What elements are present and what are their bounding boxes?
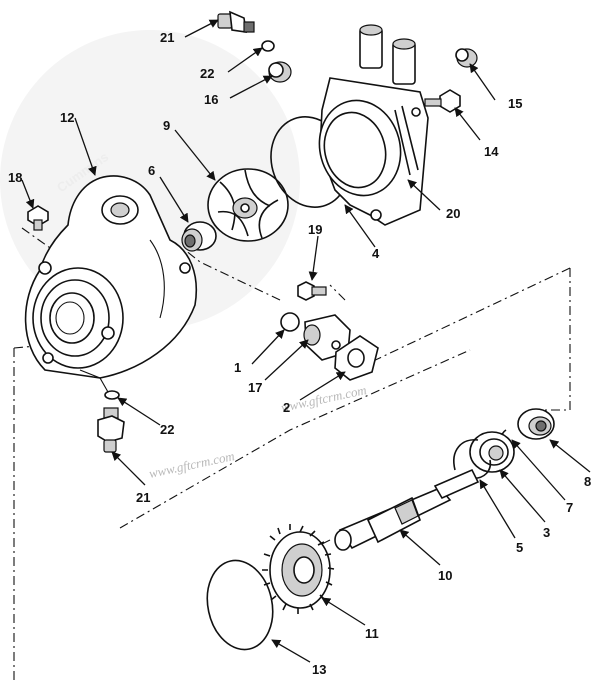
- plug-part-15: [455, 48, 478, 68]
- gasket-part-2: [334, 335, 379, 381]
- callout-17: 17: [248, 380, 262, 395]
- leader-lines: [21, 19, 591, 663]
- callout-5: 5: [516, 540, 523, 555]
- callout-4: 4: [372, 246, 380, 261]
- impeller-part-9: [207, 168, 289, 242]
- housing-part-12: [24, 175, 197, 393]
- callout-2: 2: [283, 400, 290, 415]
- capscrew-part-14: [424, 89, 461, 113]
- callout-8: 8: [584, 474, 591, 489]
- callout-3: 3: [543, 525, 550, 540]
- fitting-part-21-bottom: [97, 407, 125, 453]
- bolt-part-18: [27, 205, 49, 231]
- o-ring-part-1: [280, 312, 300, 332]
- callout-21-top: 21: [160, 30, 174, 45]
- callout-labels: 21 22 16 15 14 20 4 9 6 12 18 19 1 17 2 …: [8, 30, 591, 677]
- callout-22-top: 22: [200, 66, 214, 81]
- watermark-url-lower: www.gftcrm.com: [148, 448, 236, 481]
- callout-19: 19: [308, 222, 322, 237]
- bearing-part-3: [469, 431, 515, 473]
- callout-11: 11: [365, 626, 379, 641]
- callout-9: 9: [163, 118, 170, 133]
- callout-12: 12: [60, 110, 74, 125]
- callout-14: 14: [484, 144, 499, 159]
- seal-part-6: [181, 221, 217, 252]
- callout-13: 13: [312, 662, 326, 677]
- callout-20: 20: [446, 206, 460, 221]
- o-ring-part-13: [206, 559, 274, 651]
- callout-18: 18: [8, 170, 22, 185]
- bolt-part-19: [297, 281, 327, 301]
- shaft-part-10: [334, 468, 480, 551]
- pump-body-part-20: [318, 24, 429, 226]
- o-ring-part-22-bottom: [104, 390, 120, 400]
- callout-1: 1: [234, 360, 241, 375]
- o-ring-part-22-top: [261, 40, 275, 52]
- callout-7: 7: [566, 500, 573, 515]
- callout-6: 6: [148, 163, 155, 178]
- watermark-url-upper: www.gftcrm.com: [280, 382, 368, 415]
- callout-21-bottom: 21: [136, 490, 150, 505]
- plug-part-16: [268, 61, 292, 83]
- fitting-part-21-top: [217, 10, 255, 33]
- seal-part-8: [517, 408, 555, 440]
- gear-part-11: [262, 524, 335, 614]
- callout-15: 15: [508, 96, 522, 111]
- callout-10: 10: [438, 568, 452, 583]
- callout-16: 16: [204, 92, 218, 107]
- callout-22-bottom: 22: [160, 422, 174, 437]
